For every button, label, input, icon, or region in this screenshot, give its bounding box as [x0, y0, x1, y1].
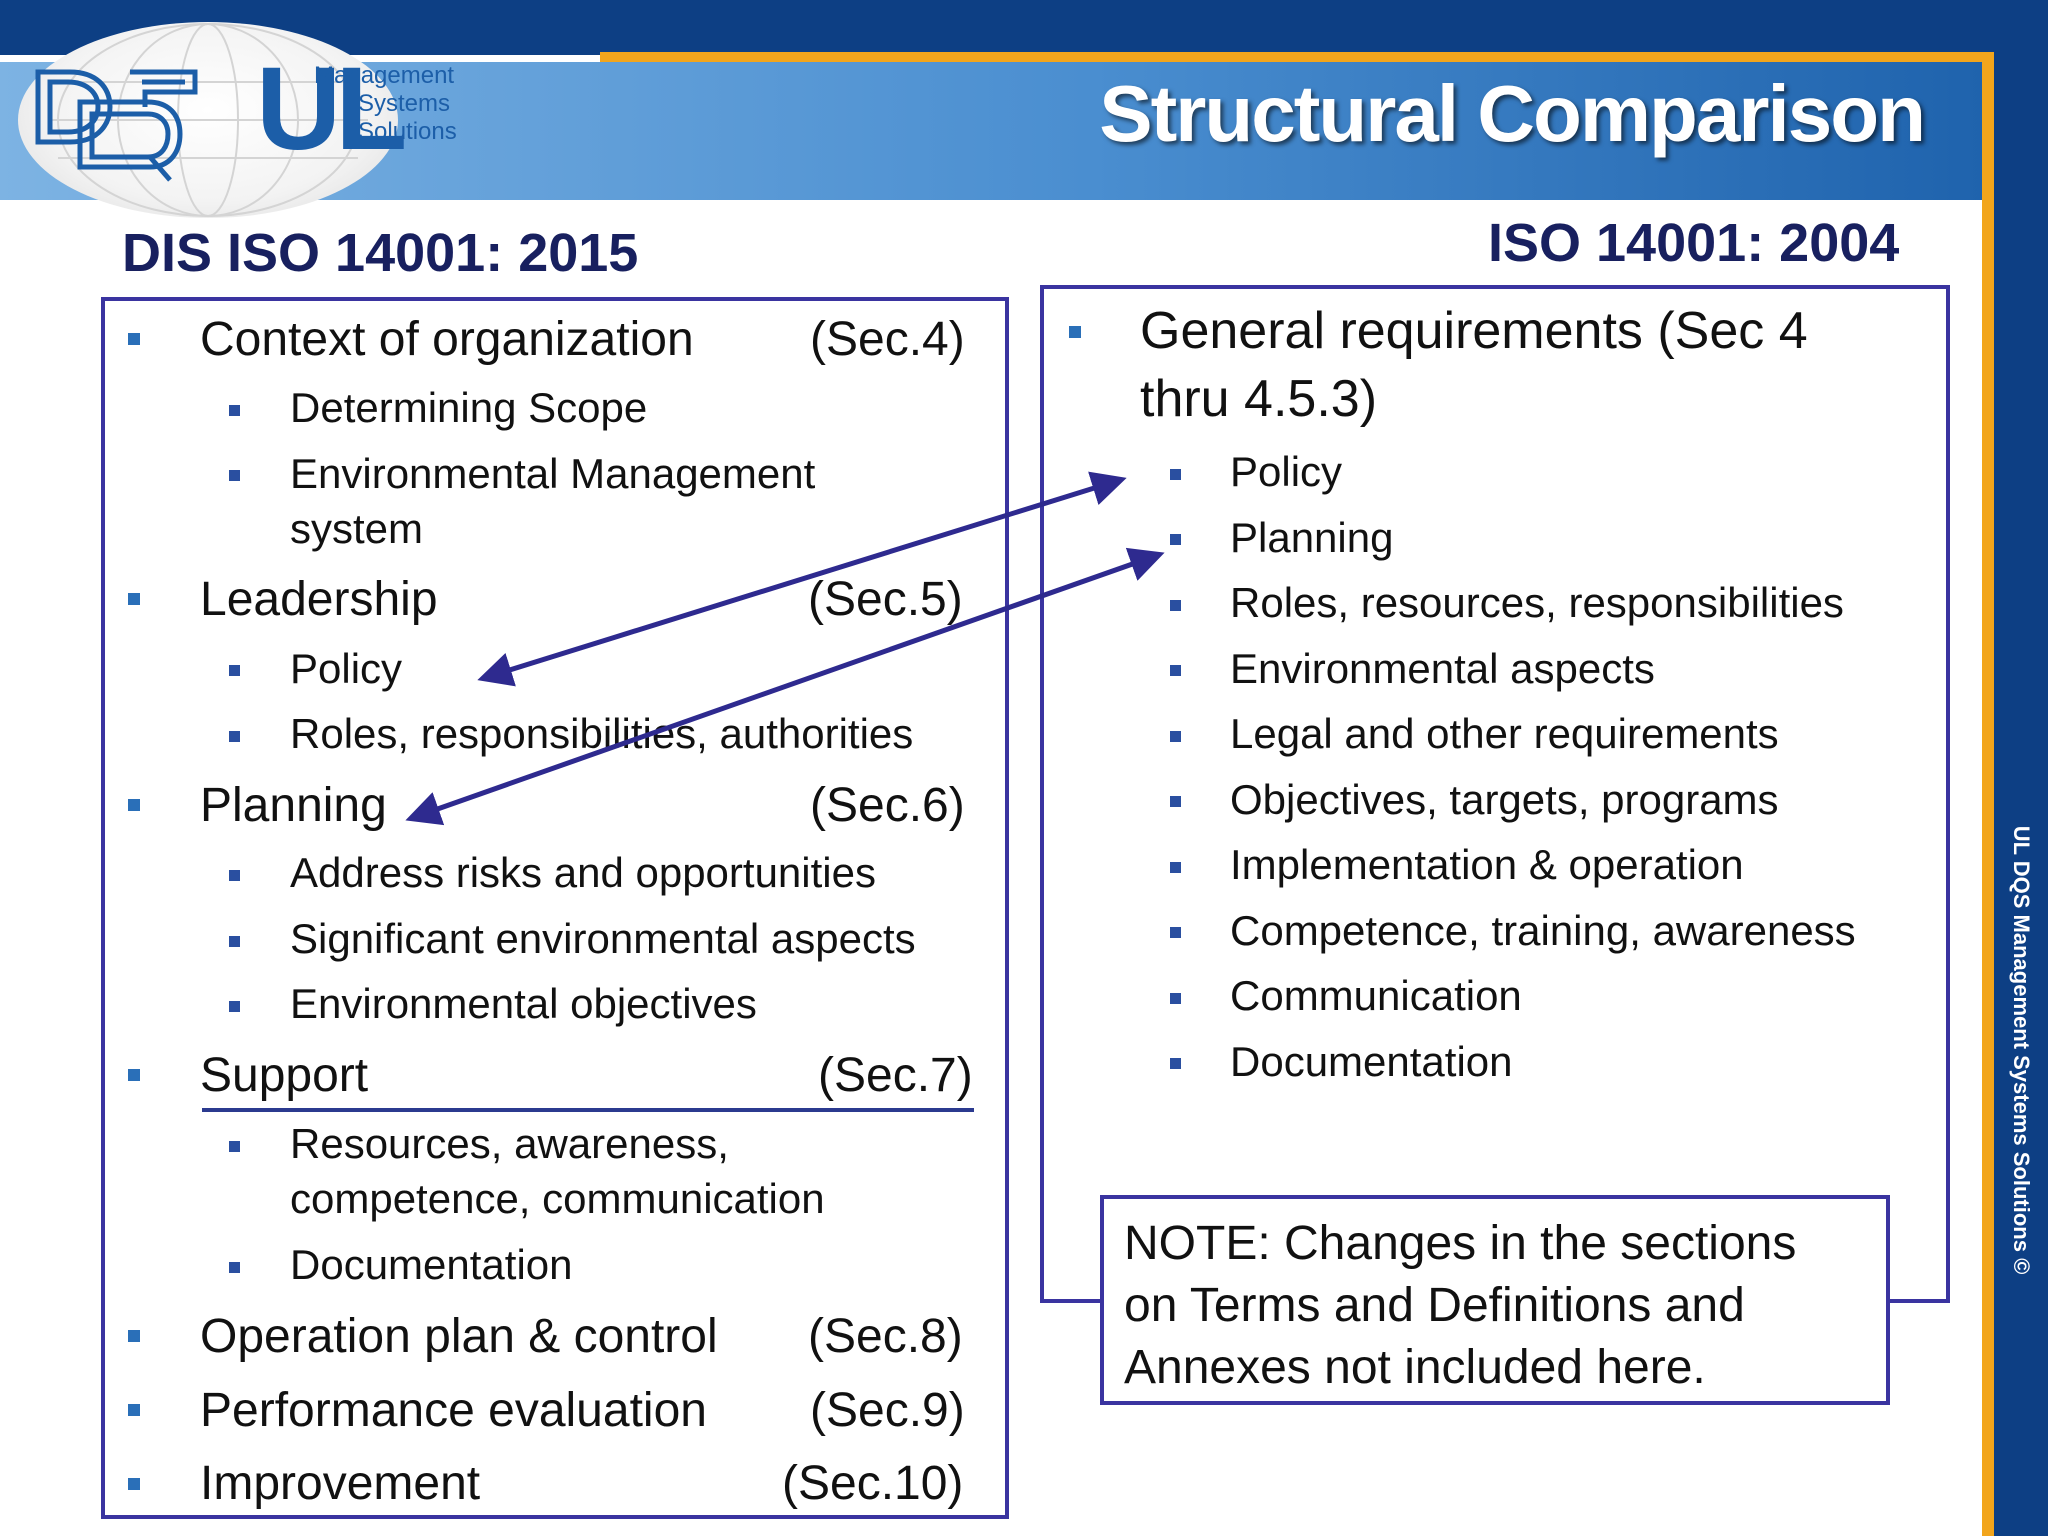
note-line-3: Annexes not included here. [1124, 1341, 1706, 1394]
bullet-icon [1170, 534, 1181, 545]
note-line-1: NOTE: Changes in the sections [1124, 1217, 1797, 1270]
right-column-heading: ISO 14001: 2004 [1488, 213, 1900, 273]
right-sub-planning: Planning [1230, 514, 1394, 561]
left-sub-documentation: Documentation [290, 1241, 573, 1288]
orange-accent-rail [1982, 52, 1994, 1536]
right-sub-implementation: Implementation & operation [1230, 841, 1744, 888]
bullet-icon [128, 593, 140, 605]
logo-line-management: Management [314, 62, 455, 89]
left-column-heading: DIS ISO 14001: 2015 [122, 223, 639, 283]
bullet-icon [128, 1478, 140, 1490]
orange-accent-top [600, 52, 1994, 62]
logo-line-systems: Systems [358, 90, 451, 117]
bullet-icon [229, 1262, 240, 1273]
left-item-performance: Performance evaluation [200, 1384, 707, 1437]
bullet-icon [1170, 927, 1181, 938]
left-item-context-sec: (Sec.4) [810, 313, 965, 366]
left-comparison-box [101, 297, 1009, 1519]
left-sub-resources-line1: Resources, awareness, [290, 1120, 729, 1167]
bullet-icon [229, 731, 240, 742]
left-sub-aspects: Significant environmental aspects [290, 915, 916, 962]
right-sub-objectives: Objectives, targets, programs [1230, 776, 1779, 823]
right-side-band [1994, 0, 2048, 1536]
bullet-icon [1170, 600, 1181, 611]
bullet-icon [1069, 326, 1081, 338]
vertical-copyright: UL DQS Management Systems Solutions © [2009, 825, 2034, 1275]
right-main-line2: thru 4.5.3) [1140, 370, 1378, 428]
left-item-performance-sec: (Sec.9) [810, 1384, 965, 1437]
left-sub-ems-line1: Environmental Management [290, 450, 816, 497]
bullet-icon [229, 665, 240, 676]
right-sub-communication: Communication [1230, 972, 1522, 1019]
note-line-2: on Terms and Definitions and [1124, 1279, 1745, 1332]
slide-title: Structural Comparison [1099, 69, 1926, 158]
left-sub-objectives: Environmental objectives [290, 980, 757, 1027]
left-item-planning: Planning [200, 779, 387, 832]
right-sub-roles: Roles, resources, responsibilities [1230, 579, 1844, 626]
globe-grid-icon [48, 23, 368, 217]
note-text: NOTE: Changes in the sections on Terms a… [1124, 1213, 1884, 1399]
bullet-icon [1170, 731, 1181, 742]
left-sub-scope: Determining Scope [290, 384, 648, 431]
right-sub-aspects: Environmental aspects [1230, 645, 1655, 692]
left-item-context: Context of organization [200, 313, 694, 366]
bullet-icon [128, 799, 140, 811]
header-top-band [0, 0, 2048, 55]
bullet-icon [229, 936, 240, 947]
bullet-icon [1170, 862, 1181, 873]
left-sub-policy: Policy [290, 645, 403, 692]
bullet-icon [229, 1141, 240, 1152]
left-sub-ems-line2: system [290, 505, 424, 552]
bullet-icon [1170, 665, 1181, 676]
logo-line-solutions: Solutions [358, 118, 457, 145]
bullet-icon [229, 470, 240, 481]
left-sub-resources-line2: competence, communication [290, 1175, 825, 1222]
left-sub-risks: Address risks and opportunities [290, 849, 876, 896]
right-sub-documentation: Documentation [1230, 1038, 1513, 1085]
ul-logo-text: UL [256, 43, 407, 175]
left-sub-roles: Roles, responsibilities, authorities [290, 710, 914, 757]
left-item-leadership: Leadership [200, 573, 438, 626]
dqs-logo-icon [35, 69, 198, 182]
bullet-icon [229, 405, 240, 416]
left-item-operation-sec: (Sec.8) [808, 1310, 963, 1363]
bullet-icon [229, 870, 240, 881]
bullet-icon [1170, 796, 1181, 807]
left-item-leadership-sec: (Sec.5) [808, 573, 963, 626]
bullet-icon [128, 333, 140, 345]
bullet-icon [229, 1001, 240, 1012]
right-sub-legal: Legal and other requirements [1230, 710, 1779, 757]
bullet-icon [1170, 1058, 1181, 1069]
left-item-support: Support [200, 1049, 369, 1102]
bullet-icon [128, 1069, 140, 1081]
left-item-operation: Operation plan & control [200, 1310, 718, 1363]
left-item-improvement: Improvement [200, 1457, 481, 1510]
bullet-icon [128, 1330, 140, 1342]
support-underline [202, 1108, 974, 1112]
left-item-planning-sec: (Sec.6) [810, 779, 965, 832]
right-main-line1: General requirements (Sec 4 [1140, 302, 1808, 360]
left-item-support-sec: (Sec.7) [818, 1049, 973, 1102]
bullet-icon [1170, 993, 1181, 1004]
note-box: NOTE: Changes in the sections on Terms a… [1100, 1195, 1890, 1405]
right-sub-competence: Competence, training, awareness [1230, 907, 1856, 954]
left-item-improvement-sec: (Sec.10) [782, 1457, 964, 1510]
bullet-icon [1170, 469, 1181, 480]
bullet-icon [128, 1404, 140, 1416]
right-sub-policy: Policy [1230, 448, 1343, 495]
